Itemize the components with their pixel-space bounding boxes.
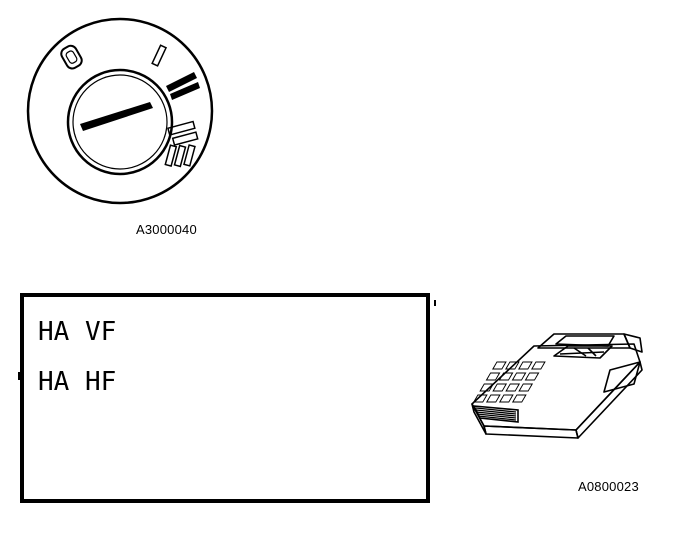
display-screen: HA VF HA HF — [20, 293, 430, 503]
ignition-figure-caption: A3000040 — [136, 222, 197, 237]
tester-figure-caption: A0800023 — [578, 479, 639, 494]
screen-side-mark-right — [434, 300, 436, 306]
screen-side-mark — [18, 372, 20, 380]
handheld-tester-icon — [471, 333, 643, 439]
ignition-switch-icon — [26, 17, 214, 205]
display-line-1: HA VF — [38, 317, 117, 347]
display-line-2: HA HF — [38, 367, 117, 397]
